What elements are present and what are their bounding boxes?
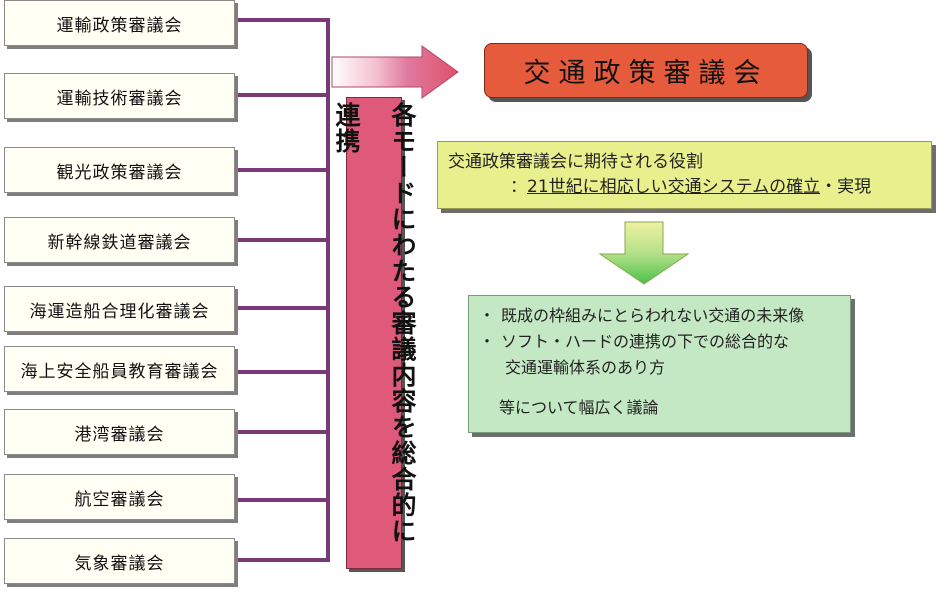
role-detail: ：21世紀に相応しい交通システムの確立・実現	[448, 175, 921, 200]
bullet-mark: ・	[479, 306, 496, 325]
council-box: 観光政策審議会	[4, 147, 235, 193]
title-text: 交通政策審議会	[523, 58, 769, 89]
role-rest: ・実現	[820, 177, 872, 197]
council-box: 海上安全船員教育審議会	[4, 346, 235, 392]
council-box: 気象審議会	[4, 538, 235, 584]
bullet-item: ・ 既成の枠組みにとらわれない交通の未来像	[479, 303, 840, 329]
bullet-mark: ・	[479, 332, 496, 351]
role-heading: 交通政策審議会に期待される役割	[448, 152, 703, 172]
council-box: 運輸政策審議会	[4, 0, 235, 46]
council-box: 航空審議会	[4, 474, 235, 520]
right-arrow	[331, 45, 459, 99]
council-box: 新幹線鉄道審議会	[4, 217, 235, 263]
discussion-footer: 等について幅広く議論	[499, 398, 659, 417]
bullet-text: 既成の枠組みにとらわれない交通の未来像	[501, 306, 805, 325]
coordination-box: 各モードにわたる審議内容を総合的に連携	[332, 97, 417, 569]
down-arrow	[598, 221, 690, 285]
council-box: 海運造船合理化審議会	[4, 286, 235, 332]
bullet-text: ソフト・ハードの連携の下での総合的な	[501, 332, 790, 351]
role-underlined: 21世紀に相応しい交通システムの確立	[527, 177, 821, 197]
discussion-box: ・ 既成の枠組みにとらわれない交通の未来像 ・ ソフト・ハードの連携の下での総合…	[468, 295, 851, 433]
council-box: 港湾審議会	[4, 409, 235, 455]
coordination-label: 各モードにわたる審議内容を総合的に連携	[332, 102, 417, 544]
title-box: 交通政策審議会	[484, 43, 808, 98]
bullet-continuation: 交通運輸体系のあり方	[505, 358, 666, 377]
role-box: 交通政策審議会に期待される役割 ：21世紀に相応しい交通システムの確立・実現	[437, 141, 932, 209]
role-prefix: ：	[510, 177, 527, 197]
council-box: 運輸技術審議会	[4, 73, 235, 119]
bullet-item: ・ ソフト・ハードの連携の下での総合的な	[479, 329, 840, 355]
